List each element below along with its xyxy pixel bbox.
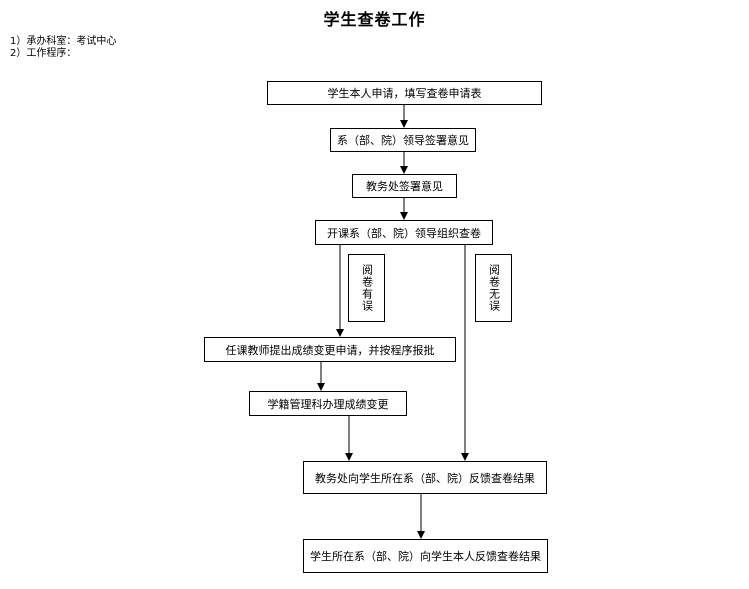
step-feedback-to-student: 学生所在系（部、院）向学生本人反馈查卷结果 (303, 539, 548, 573)
step-department-approval: 系（部、院）领导签署意见 (330, 128, 476, 152)
step-academic-affairs-approval: 教务处签署意见 (352, 174, 457, 198)
step-registry-grade-change: 学籍管理科办理成绩变更 (249, 391, 407, 416)
page-title: 学生查卷工作 (323, 10, 426, 29)
step-teacher-grade-change: 任课教师提出成绩变更申请，并按程序报批 (204, 337, 456, 362)
branch-grading-correct: 阅卷无误 (475, 254, 512, 322)
department-line: 1）承办科室：考试中心 (10, 36, 117, 47)
step-feedback-to-department: 教务处向学生所在系（部、院）反馈查卷结果 (303, 461, 547, 494)
step-student-application: 学生本人申请，填写查卷申请表 (267, 81, 542, 105)
branch-grading-error: 阅卷有误 (348, 254, 385, 322)
procedure-line: 2）工作程序： (10, 48, 77, 59)
step-organize-review: 开课系（部、院）领导组织查卷 (315, 220, 493, 245)
